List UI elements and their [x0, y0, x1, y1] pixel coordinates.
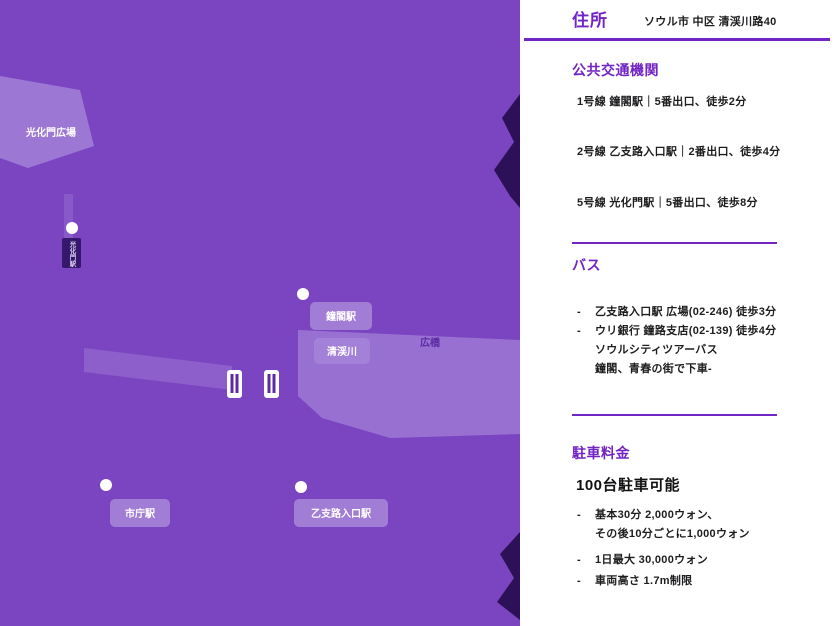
divider — [572, 242, 777, 244]
euljiro-label-box — [294, 499, 388, 527]
address-value: ソウル市 中区 清渓川路40 — [644, 16, 777, 28]
station-dot-jonggak — [297, 288, 309, 300]
parking-row-text: 1日最大 30,000ウォン — [595, 554, 709, 566]
parking-row-text: 基本30分 2,000ウォン、 — [595, 509, 719, 521]
bus-row: - 乙支路入口駅 広場(02-246) 徒歩3分 — [577, 303, 776, 319]
plaza-label: 光化門広場 — [25, 126, 76, 139]
parking-row: - 1日最大 30,000ウォン — [577, 551, 708, 567]
building-window — [272, 374, 276, 393]
building-window — [230, 374, 234, 393]
cityhall-station-label: 市庁駅 — [125, 507, 156, 520]
destination-buildings — [227, 370, 279, 398]
building-window — [267, 374, 271, 393]
station-dot-euljiro — [295, 481, 307, 493]
map-edge-decoration-bottom — [497, 532, 520, 620]
parking-row: - 車両高さ 1.7m制限 — [577, 572, 692, 588]
transit-line: 1号線 鐘閣駅｜5番出口、徒歩2分 — [577, 96, 747, 108]
gwanghwamun-station-label: 光化門駅 — [68, 240, 77, 268]
gwanghwamun-station-badge — [62, 238, 81, 268]
euljiro-station-label: 乙支路入口駅 — [311, 507, 372, 520]
station-dot-gwanghwamun — [66, 222, 78, 234]
station-dot-cityhall — [100, 479, 112, 491]
transit-title: 公共交通機関 — [572, 62, 659, 78]
parking-row: - 基本30分 2,000ウォン、 — [577, 506, 719, 522]
stream-label: 清渓川 — [327, 345, 357, 358]
building-window — [235, 374, 239, 393]
bullet-dash: - — [577, 554, 581, 566]
parking-row-continuation: その後10分ごとに1,000ウォン — [595, 528, 750, 540]
jonggak-station-label: 鐘閣駅 — [326, 310, 357, 323]
road-band-west — [84, 348, 232, 390]
bus-row-text: 乙支路入口駅 広場(02-246) 徒歩3分 — [595, 306, 777, 318]
map: 光化門広場 光化門駅 広橋 鐘閣駅 清渓川 — [0, 0, 520, 626]
bus-row-text: ウリ銀行 鐘路支店(02-139) 徒歩4分 — [595, 325, 777, 337]
bus-row-continuation: 鐘閣、青春の街で下車- — [595, 363, 712, 375]
bus-row: - ウリ銀行 鐘路支店(02-139) 徒歩4分 — [577, 322, 776, 338]
map-illustration: 光化門広場 光化門駅 広橋 鐘閣駅 清渓川 — [0, 0, 520, 626]
bullet-dash: - — [577, 325, 581, 337]
bullet-dash: - — [577, 509, 581, 521]
bus-row-continuation: ソウルシティツアーバス — [595, 344, 718, 356]
destination-building — [227, 370, 242, 398]
stream-label-box — [314, 338, 370, 364]
block-gwanghwamun-plaza — [0, 76, 94, 168]
bus-title: バス — [572, 257, 601, 273]
cityhall-label-box — [110, 499, 170, 527]
divider — [524, 38, 830, 41]
bridge-label: 広橋 — [420, 336, 441, 349]
parking-row-text: 車両高さ 1.7m制限 — [595, 575, 693, 587]
access-info-panel: 住所 ソウル市 中区 清渓川路40 公共交通機関 1号線 鐘閣駅｜5番出口、徒歩… — [520, 0, 834, 626]
transit-line: 5号線 光化門駅｜5番出口、徒歩8分 — [577, 197, 758, 209]
parking-subtitle: 100台駐車可能 — [576, 477, 681, 494]
map-edge-decoration-top — [494, 94, 520, 208]
jonggak-label-box — [310, 302, 372, 330]
west-street — [64, 194, 73, 240]
transit-line: 2号線 乙支路入口駅｜2番出口、徒歩4分 — [577, 146, 781, 158]
bullet-dash: - — [577, 306, 581, 318]
destination-building — [264, 370, 279, 398]
bullet-dash: - — [577, 575, 581, 587]
address-title: 住所 — [572, 11, 608, 30]
parking-title: 駐車料金 — [572, 445, 630, 461]
map-background — [0, 0, 520, 626]
divider — [572, 414, 777, 416]
